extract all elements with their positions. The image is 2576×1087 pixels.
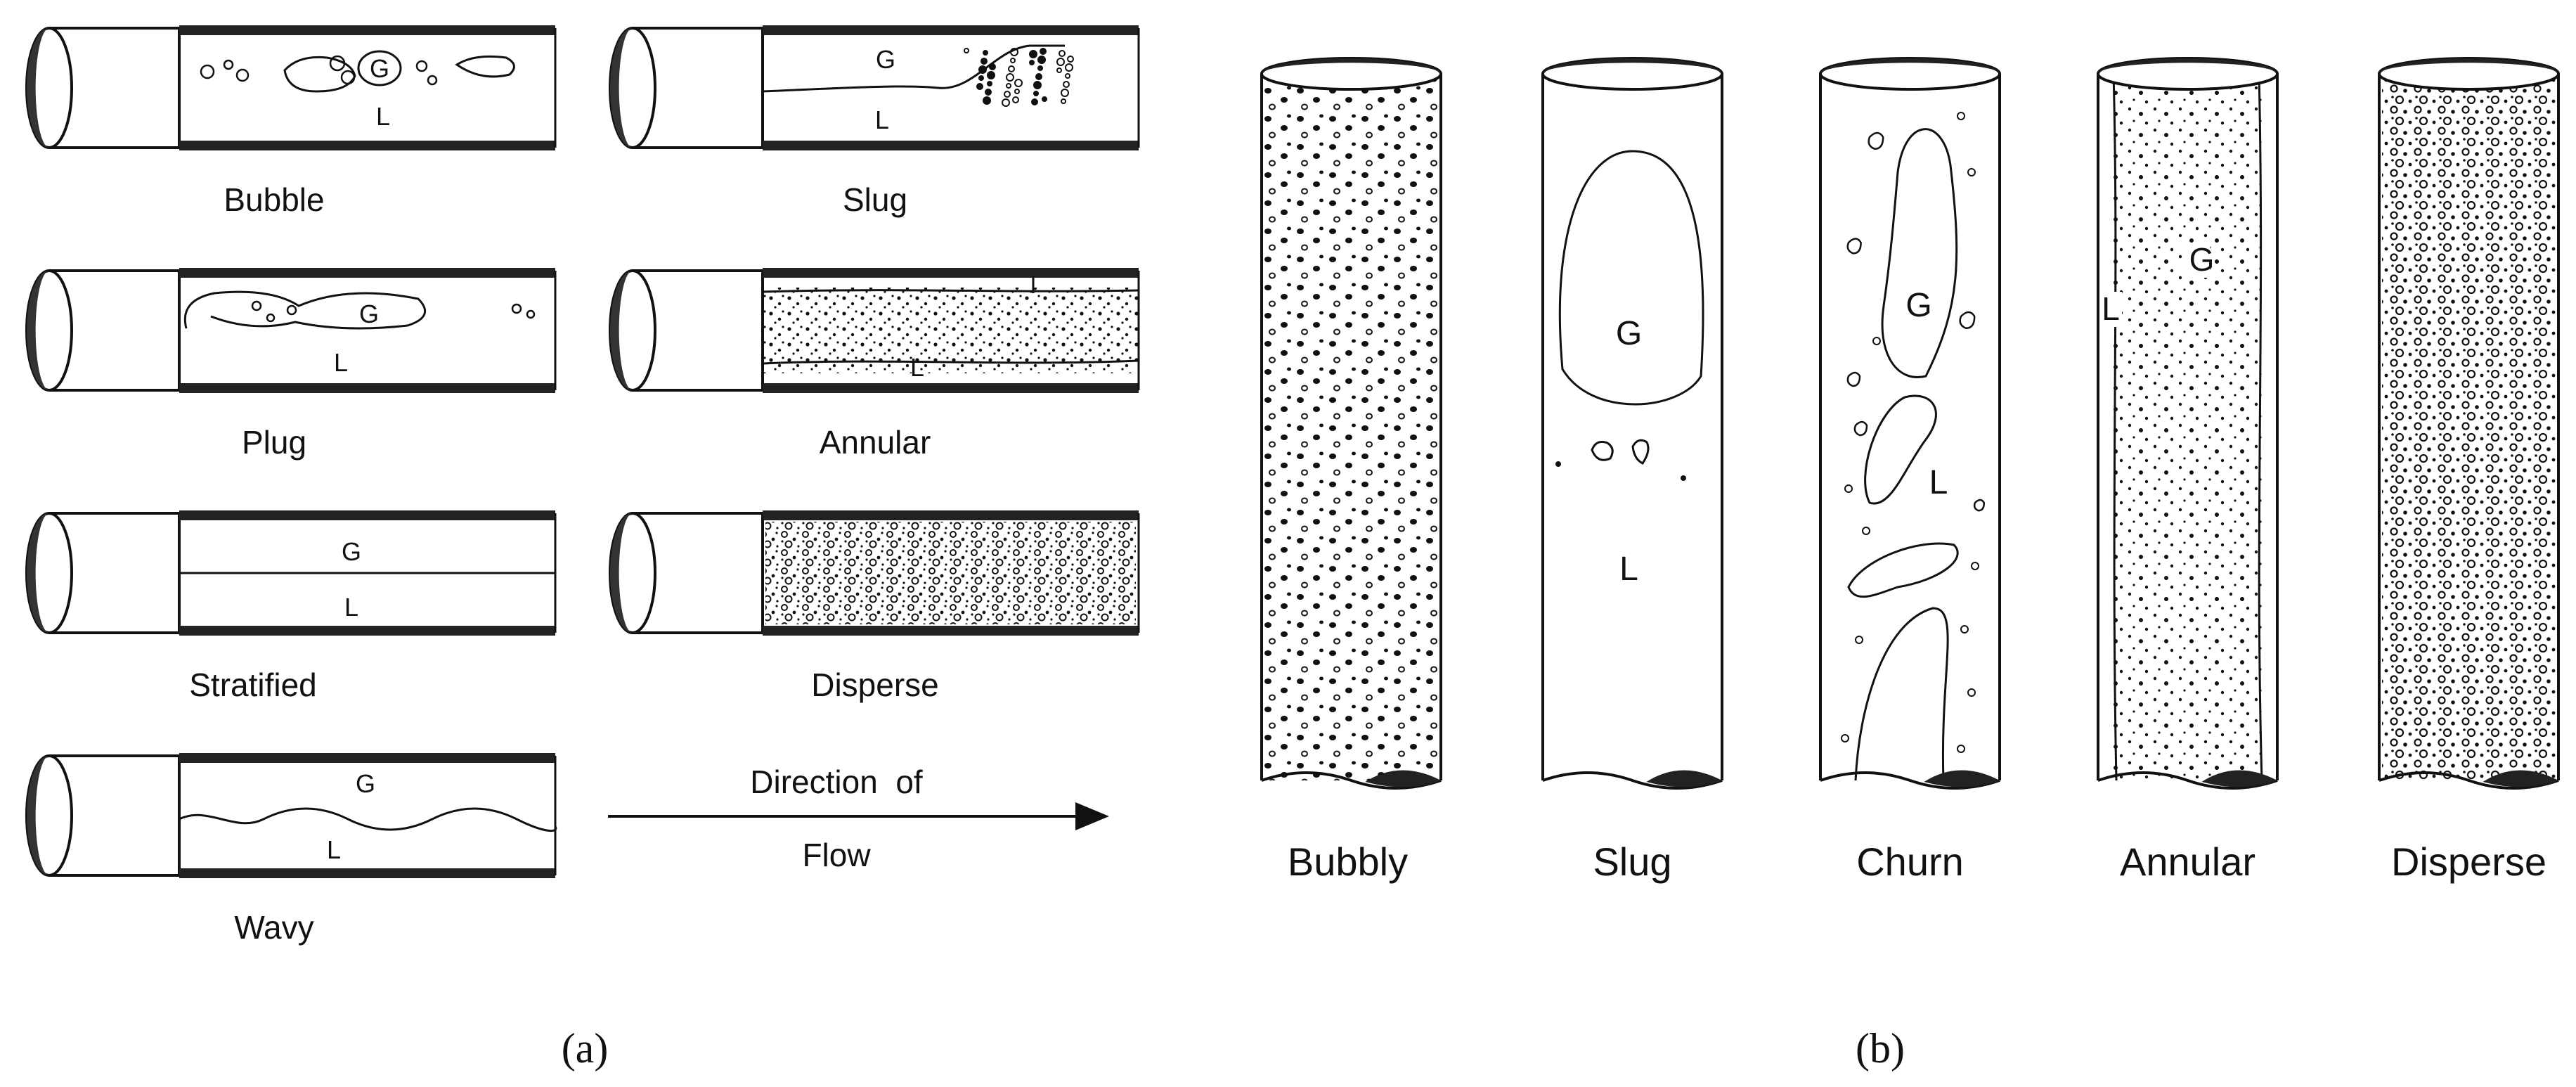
regime-label-plug: Plug [242, 424, 306, 461]
pipe-vertical-slug: G L Slug [1541, 57, 1723, 884]
gas-label: G [370, 54, 389, 83]
panel-b-caption: (b) [1856, 1025, 1905, 1072]
arrow-label-line2: Flow [802, 837, 871, 873]
panel-a-horizontal-flow: GLBubbleGLSlugGLPlugLAnnularGLStratified… [25, 25, 1140, 946]
liquid-label: L [376, 102, 390, 131]
pipe-horizontal-wavy: G L Wavy [25, 753, 557, 946]
regime-label-disperse: Disperse [2391, 840, 2546, 884]
pipe-vertical-bubbly: Bubbly [1260, 57, 1442, 884]
pipe-horizontal-slug: G L Slug [609, 25, 1140, 218]
flow-direction-arrow: Direction of Flow [608, 764, 1109, 873]
liquid-label: L [1619, 551, 1638, 588]
regime-label-slug: Slug [843, 181, 907, 218]
regime-label-bubble: Bubble [224, 181, 324, 218]
pipe-horizontal-bubble: GL Bubble [25, 25, 557, 218]
regime-label-slug: Slug [1593, 840, 1671, 884]
gas-label: G [1905, 287, 1931, 324]
liquid-label: L [2102, 290, 2120, 327]
arrow-label-line1: Direction of [750, 764, 923, 800]
pipe-horizontal-disperse: Disperse [609, 510, 1140, 703]
gas-label: G [1616, 315, 1642, 352]
regime-label-churn: Churn [1856, 840, 1964, 884]
gas-label: G [342, 537, 361, 566]
regime-label-annular: Annular [820, 424, 931, 461]
regime-label-wavy: Wavy [234, 909, 313, 946]
pipe-horizontal-stratified: GL Stratified [25, 510, 557, 703]
pipe-horizontal-annular: L Annular [609, 268, 1140, 461]
regime-label-stratified: Stratified [189, 667, 317, 703]
gas-label: G [876, 45, 895, 74]
pipe-vertical-disperse: Disperse [2378, 57, 2560, 884]
liquid-label: L [344, 593, 358, 622]
gas-label: G [359, 300, 379, 328]
pipe-vertical-churn: G L Churn [1819, 57, 2001, 884]
liquid-label: L [327, 835, 341, 864]
regime-label-disperse: Disperse [811, 667, 939, 703]
liquid-label: L [910, 353, 924, 382]
regime-label-bubbly: Bubbly [1288, 840, 1408, 884]
gas-label: G [2189, 241, 2215, 278]
liquid-label: L [334, 348, 348, 377]
panel-b-vertical-flow: Bubbly G L Slug G L Churn G L Annular Disperse [1260, 57, 2560, 884]
liquid-label: L [1929, 464, 1948, 501]
panel-a-caption: (a) [562, 1025, 609, 1072]
liquid-label: L [875, 105, 889, 134]
gas-label: G [356, 769, 375, 798]
pipe-vertical-annular: G L Annular [2097, 57, 2279, 884]
regime-label-annular: Annular [2120, 840, 2255, 884]
pipe-horizontal-plug: GL Plug [25, 268, 557, 461]
